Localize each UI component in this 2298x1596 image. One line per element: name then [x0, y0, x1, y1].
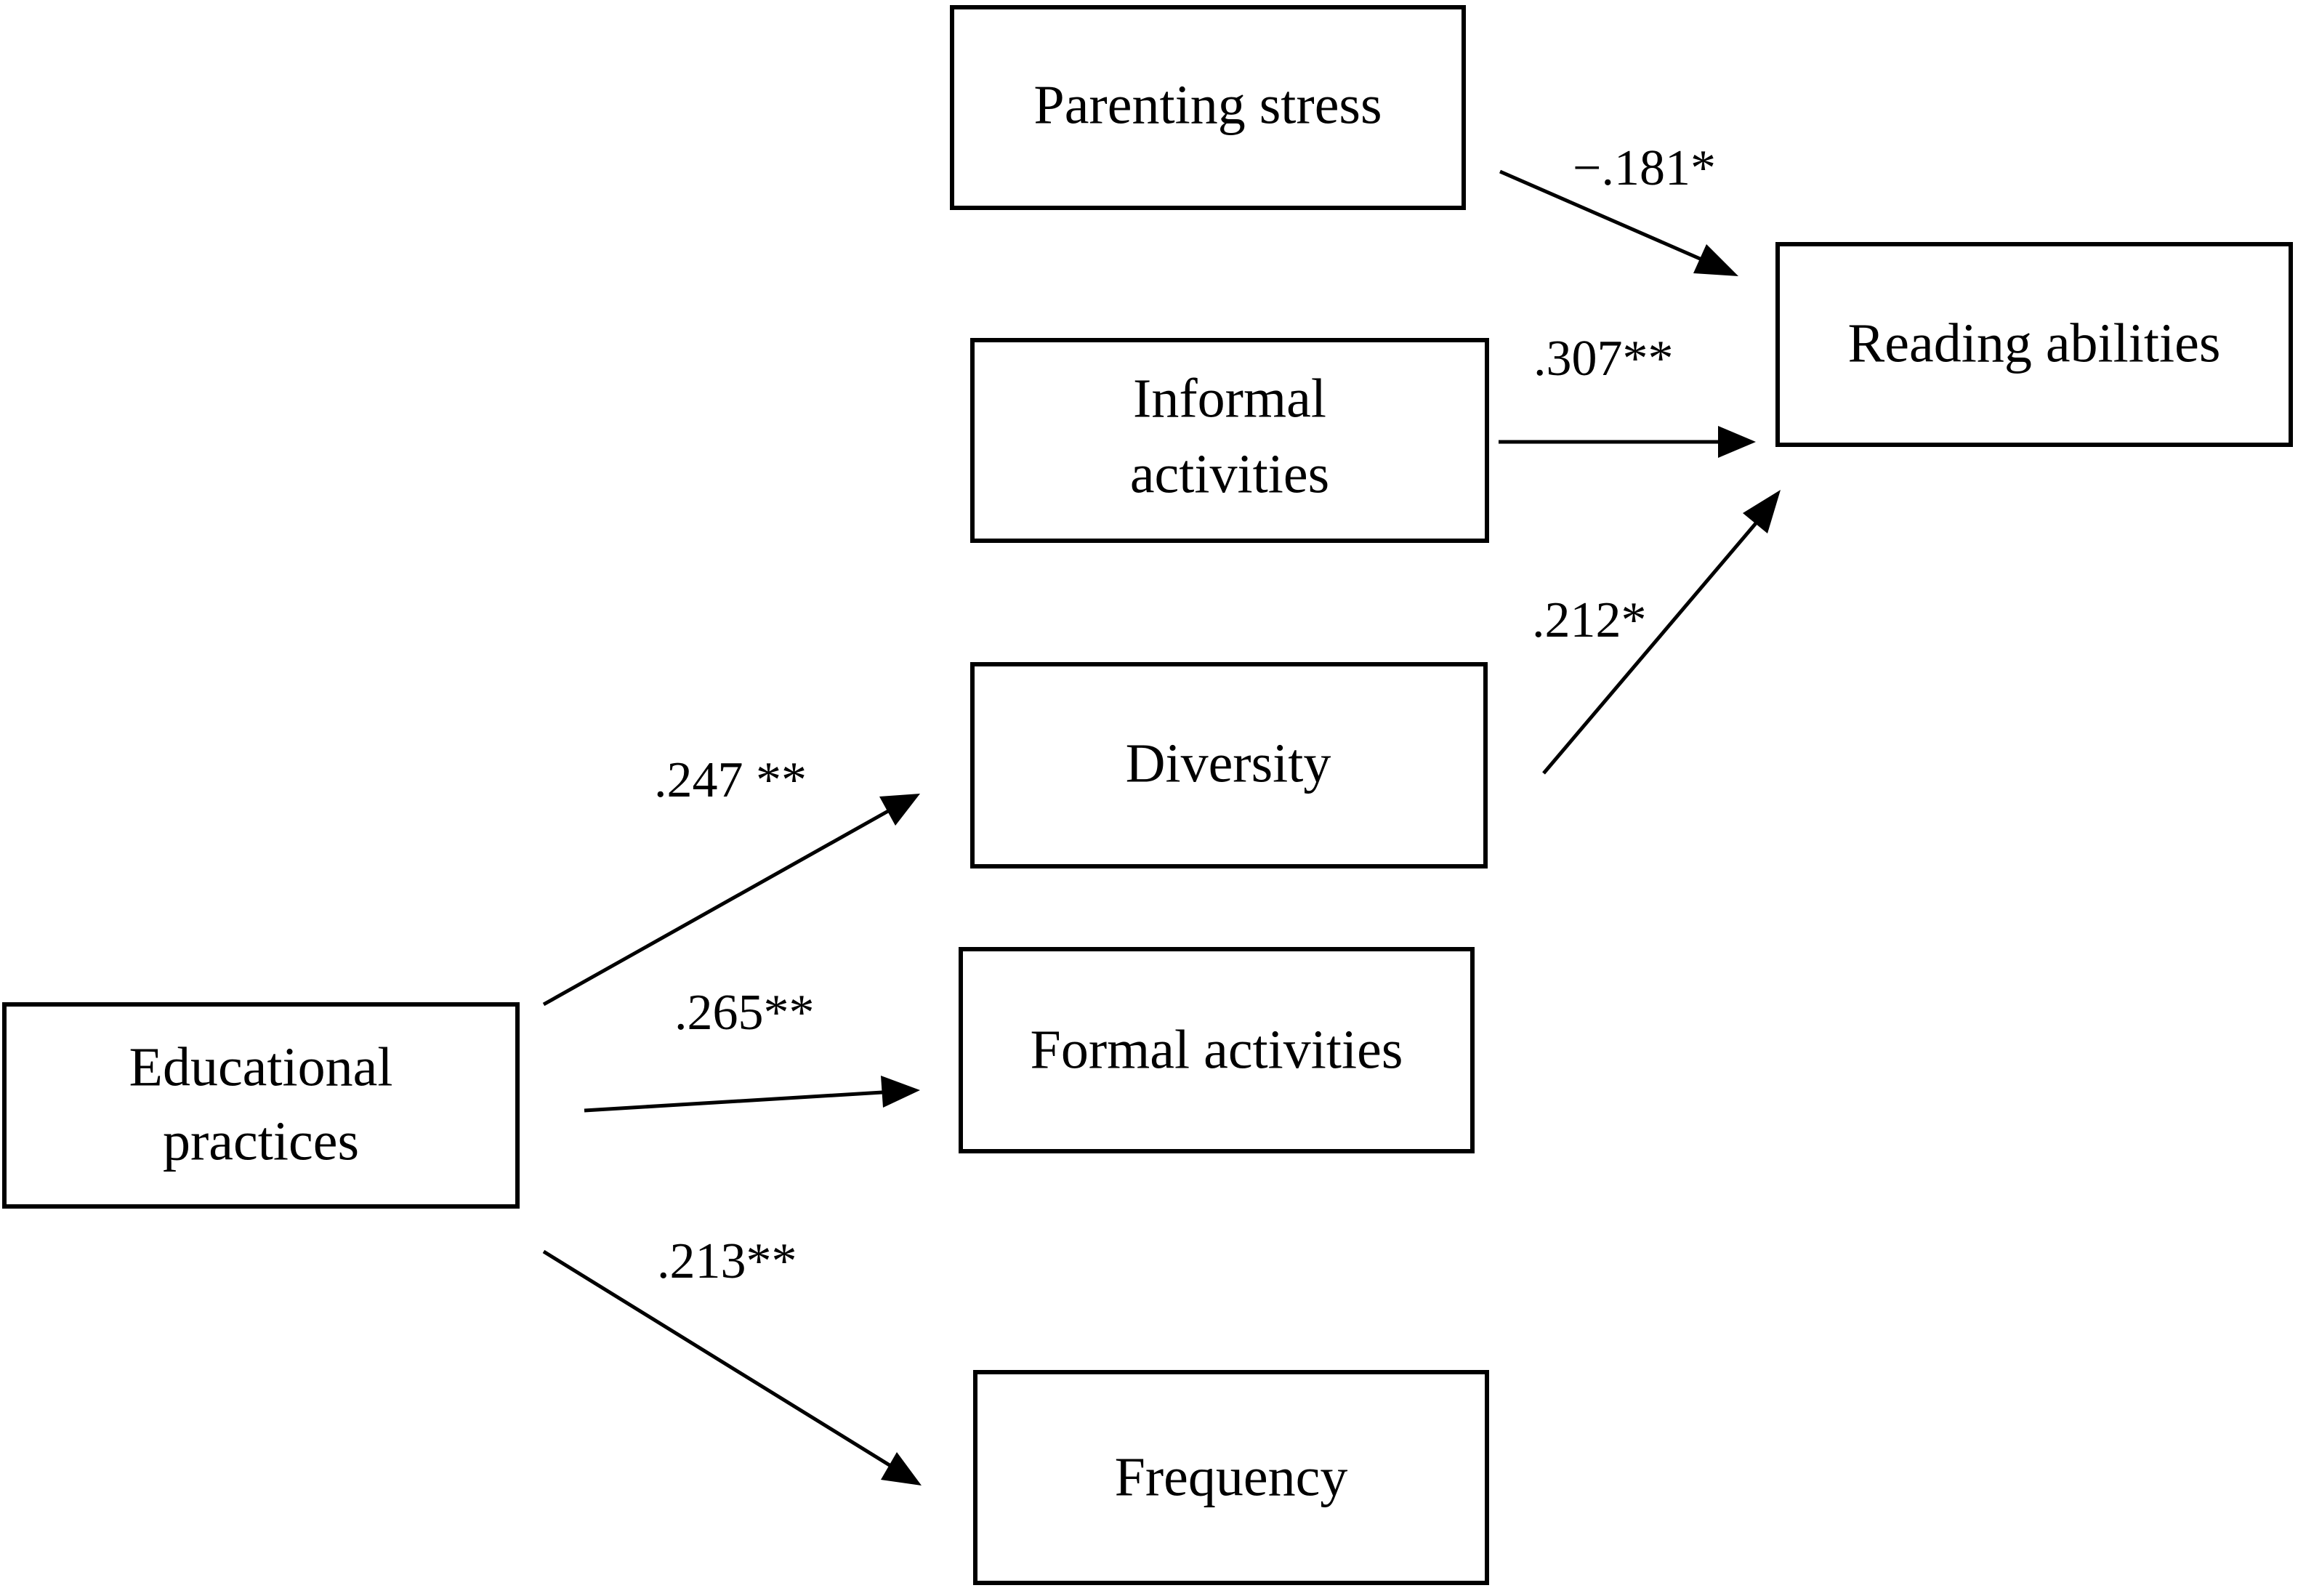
node-formal-activities-label: Formal activities: [1031, 1019, 1403, 1080]
node-parenting-stress: Parenting stress: [950, 5, 1466, 210]
edge-educational-to-diversity-arrowhead: [879, 794, 920, 826]
edge-diversity-to-reading-arrowhead: [1743, 490, 1781, 533]
edge-educational-to-diversity: .247 **: [542, 752, 920, 1007]
node-reading-abilities-label: Reading abilities: [1848, 313, 2221, 374]
node-diversity: Diversity: [970, 662, 1488, 868]
edge-parenting-stress-to-reading-line: [1499, 169, 1706, 263]
edge-parenting-stress-to-reading-arrowhead: [1693, 244, 1738, 276]
edge-diversity-to-reading: .212*: [1532, 490, 1781, 775]
edge-diversity-to-reading-coefficient: .212*: [1532, 592, 1647, 648]
edge-educational-to-frequency-arrowhead: [881, 1452, 922, 1486]
edge-diversity-to-reading-line: [1542, 522, 1757, 775]
node-informal-activities: Informal activities: [970, 338, 1489, 543]
node-diversity-box: [970, 662, 1488, 868]
node-educational-practices-label-line2: practices: [163, 1111, 359, 1172]
edge-educational-to-frequency-coefficient: .213**: [657, 1233, 797, 1289]
edge-educational-to-formal-line: [584, 1090, 883, 1113]
node-frequency: Frequency: [973, 1370, 1489, 1585]
edge-educational-to-formal-arrowhead: [881, 1076, 920, 1108]
node-reading-abilities-box: [1775, 242, 2293, 447]
node-parenting-stress-box: [950, 5, 1466, 210]
edge-educational-to-formal-coefficient: .265**: [674, 985, 815, 1041]
node-informal-activities-label-line1: Informal: [1133, 368, 1326, 429]
node-reading-abilities: Reading abilities: [1775, 242, 2293, 447]
edge-informal-to-reading: .307**: [1499, 331, 1756, 458]
edge-educational-to-diversity-line: [542, 809, 890, 1007]
edge-informal-to-reading-arrowhead: [1718, 426, 1756, 458]
node-informal-activities-box: [970, 338, 1489, 543]
node-educational-practices-label-line1: Educational: [129, 1036, 393, 1097]
node-educational-practices: Educational practices: [2, 1002, 520, 1209]
node-formal-activities: Formal activities: [959, 947, 1475, 1153]
edge-informal-to-reading-coefficient: .307**: [1533, 331, 1674, 387]
node-frequency-label: Frequency: [1115, 1446, 1348, 1507]
edge-educational-to-frequency-line: [542, 1249, 891, 1467]
edge-educational-to-formal: .265**: [584, 985, 920, 1113]
node-formal-activities-box: [959, 947, 1475, 1153]
edge-parenting-stress-to-reading-coefficient: −.181*: [1573, 140, 1716, 196]
edge-parenting-stress-to-reading: −.181*: [1499, 140, 1738, 276]
node-frequency-box: [973, 1370, 1489, 1585]
node-educational-practices-box: [2, 1002, 520, 1209]
node-diversity-label: Diversity: [1126, 733, 1331, 794]
edge-educational-to-diversity-coefficient: .247 **: [654, 752, 807, 808]
node-parenting-stress-label: Parenting stress: [1033, 74, 1382, 135]
edge-educational-to-frequency: .213**: [542, 1233, 922, 1486]
node-informal-activities-label-line2: activities: [1130, 443, 1329, 504]
